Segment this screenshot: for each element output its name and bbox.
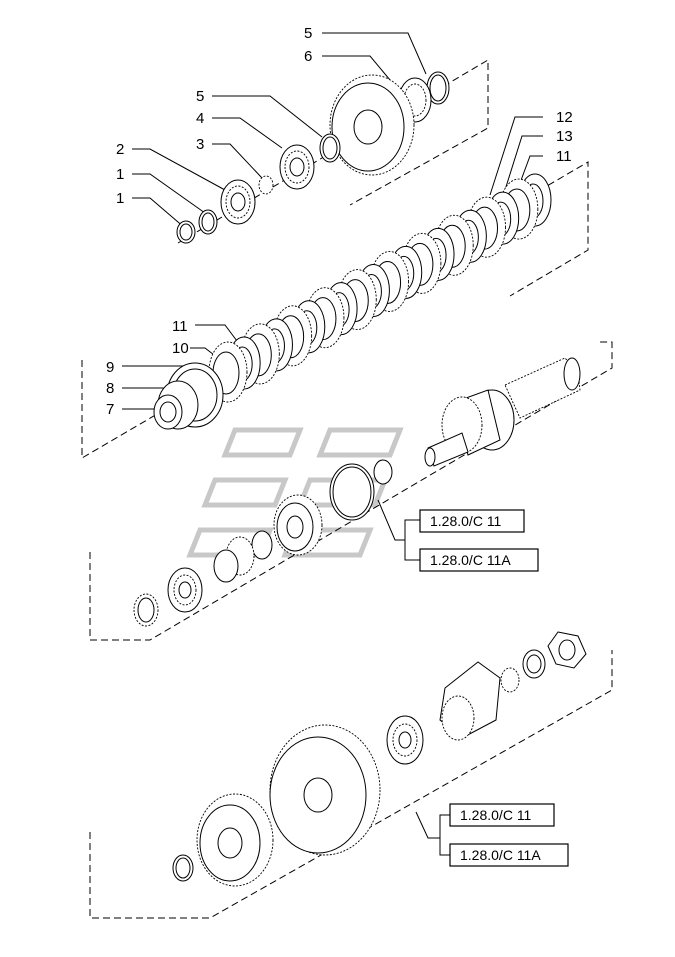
spacer-shaft (251, 530, 273, 560)
callout-6: 6 (304, 48, 312, 65)
callout-1-upper: 1 (116, 166, 124, 183)
callout-4: 4 (196, 110, 204, 127)
shaft-assembly (133, 357, 581, 627)
callout-3: 3 (196, 136, 204, 153)
bearing-lower (386, 715, 424, 765)
clutch-end-parts (153, 362, 224, 430)
group-outline-lower (89, 650, 613, 919)
clutch-disc-pack (208, 173, 552, 403)
callout-2: 2 (116, 141, 124, 158)
o-ring-lower (500, 667, 520, 693)
reference-link-3[interactable]: 1.28.0/C 11 (449, 803, 555, 827)
callout-12: 12 (556, 109, 573, 126)
splined-shaft (504, 357, 581, 419)
small-helical-gear (196, 793, 274, 887)
washer-3 (258, 175, 274, 195)
reference-link-4[interactable]: 1.28.0/C 11A (449, 843, 569, 867)
bearing-4 (279, 144, 315, 190)
reference-link-1[interactable]: 1.28.0/C 11 (419, 509, 525, 533)
callout-11-top: 11 (556, 148, 572, 165)
callout-11-bottom: 11 (172, 318, 188, 335)
svg-text:1.28.0/C 11: 1.28.0/C 11 (460, 807, 532, 823)
reference-boxes: 1.28.0/C 11 1.28.0/C 11A 1.28.0/C 11 1.2… (419, 509, 569, 867)
leader-lines (122, 32, 543, 856)
svg-text:1.28.0/C 11A: 1.28.0/C 11A (430, 552, 511, 568)
lower-assembly (172, 631, 587, 887)
callout-9: 9 (106, 359, 114, 376)
callout-labels: 5 6 5 4 3 2 1 1 12 13 11 11 10 9 8 7 (106, 25, 573, 418)
snap-ring-shaft (373, 459, 393, 485)
needle-bearing (213, 536, 255, 583)
reference-link-2[interactable]: 1.28.0/C 11A (419, 548, 539, 572)
svg-text:1.28.0/C 11A: 1.28.0/C 11A (460, 847, 541, 863)
bearing-shaft (167, 567, 203, 613)
spline-gear (329, 74, 415, 176)
callout-7: 7 (106, 401, 114, 418)
callout-10: 10 (172, 340, 189, 357)
svg-text:1.28.0/C 11: 1.28.0/C 11 (430, 513, 502, 529)
callout-5-mid: 5 (196, 88, 204, 105)
large-helical-gear (269, 724, 381, 856)
callout-1-lower: 1 (116, 190, 124, 207)
callout-13: 13 (556, 128, 573, 145)
callout-5-top: 5 (304, 25, 312, 42)
shaft-gear (273, 494, 323, 556)
top-assembly (176, 71, 450, 244)
callout-8: 8 (106, 380, 114, 397)
group-outline-clutch-pack (81, 161, 589, 459)
yoke-flange (439, 661, 501, 741)
nut (547, 631, 587, 669)
bearing-2 (220, 179, 256, 225)
